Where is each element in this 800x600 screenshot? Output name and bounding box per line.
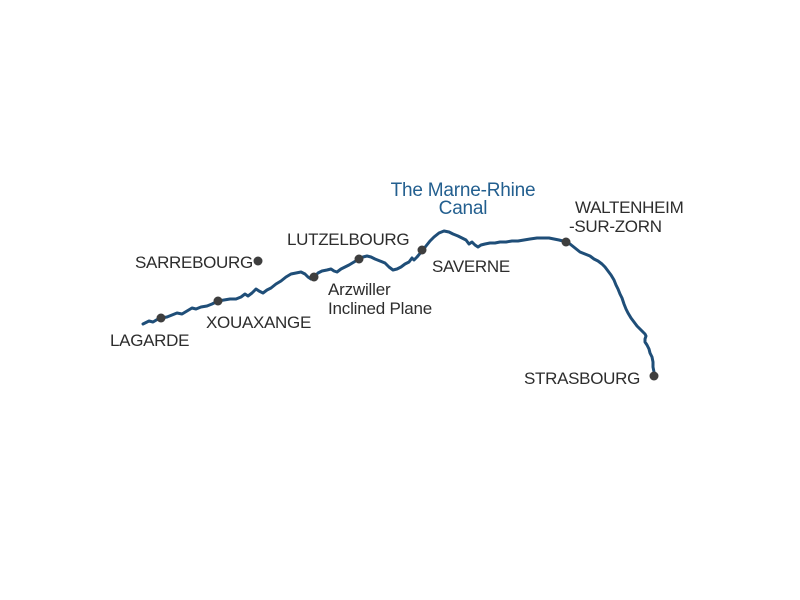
map-title-line2: Canal <box>438 198 488 219</box>
canal-route-line <box>141 229 656 378</box>
lutzelbourg-label: LUTZELBOURG <box>287 230 410 249</box>
saverne-label: SAVERNE <box>432 257 510 276</box>
saverne-dot <box>417 245 427 255</box>
xouaxange-label: XOUAXANGE <box>206 313 311 332</box>
lagarde-dot <box>156 313 166 323</box>
waltenheim-sur-zorn-dot <box>561 237 571 247</box>
arzwiller-dot <box>309 272 319 282</box>
lutzelbourg-dot <box>354 254 364 264</box>
sarrebourg-dot <box>253 256 263 266</box>
strasbourg-dot <box>649 371 659 381</box>
xouaxange-dot <box>213 296 223 306</box>
map-title-line1: The Marne-Rhine <box>390 180 536 201</box>
town-dots-group <box>156 237 659 381</box>
lagarde-label: LAGARDE <box>110 331 190 350</box>
strasbourg-label: STRASBOURG <box>524 369 641 388</box>
map-title: The Marne-Rhine Canal <box>373 180 553 219</box>
waltenheim-sur-zorn-label-line2: -SUR-ZORN <box>569 217 662 236</box>
arzwiller-label-line1: Arzwiller <box>328 280 391 299</box>
waltenheim-sur-zorn-label-line1: WALTENHEIM <box>575 198 684 217</box>
arzwiller-label-line2: Inclined Plane <box>328 299 432 318</box>
sarrebourg-label: SARREBOURG <box>135 253 253 272</box>
